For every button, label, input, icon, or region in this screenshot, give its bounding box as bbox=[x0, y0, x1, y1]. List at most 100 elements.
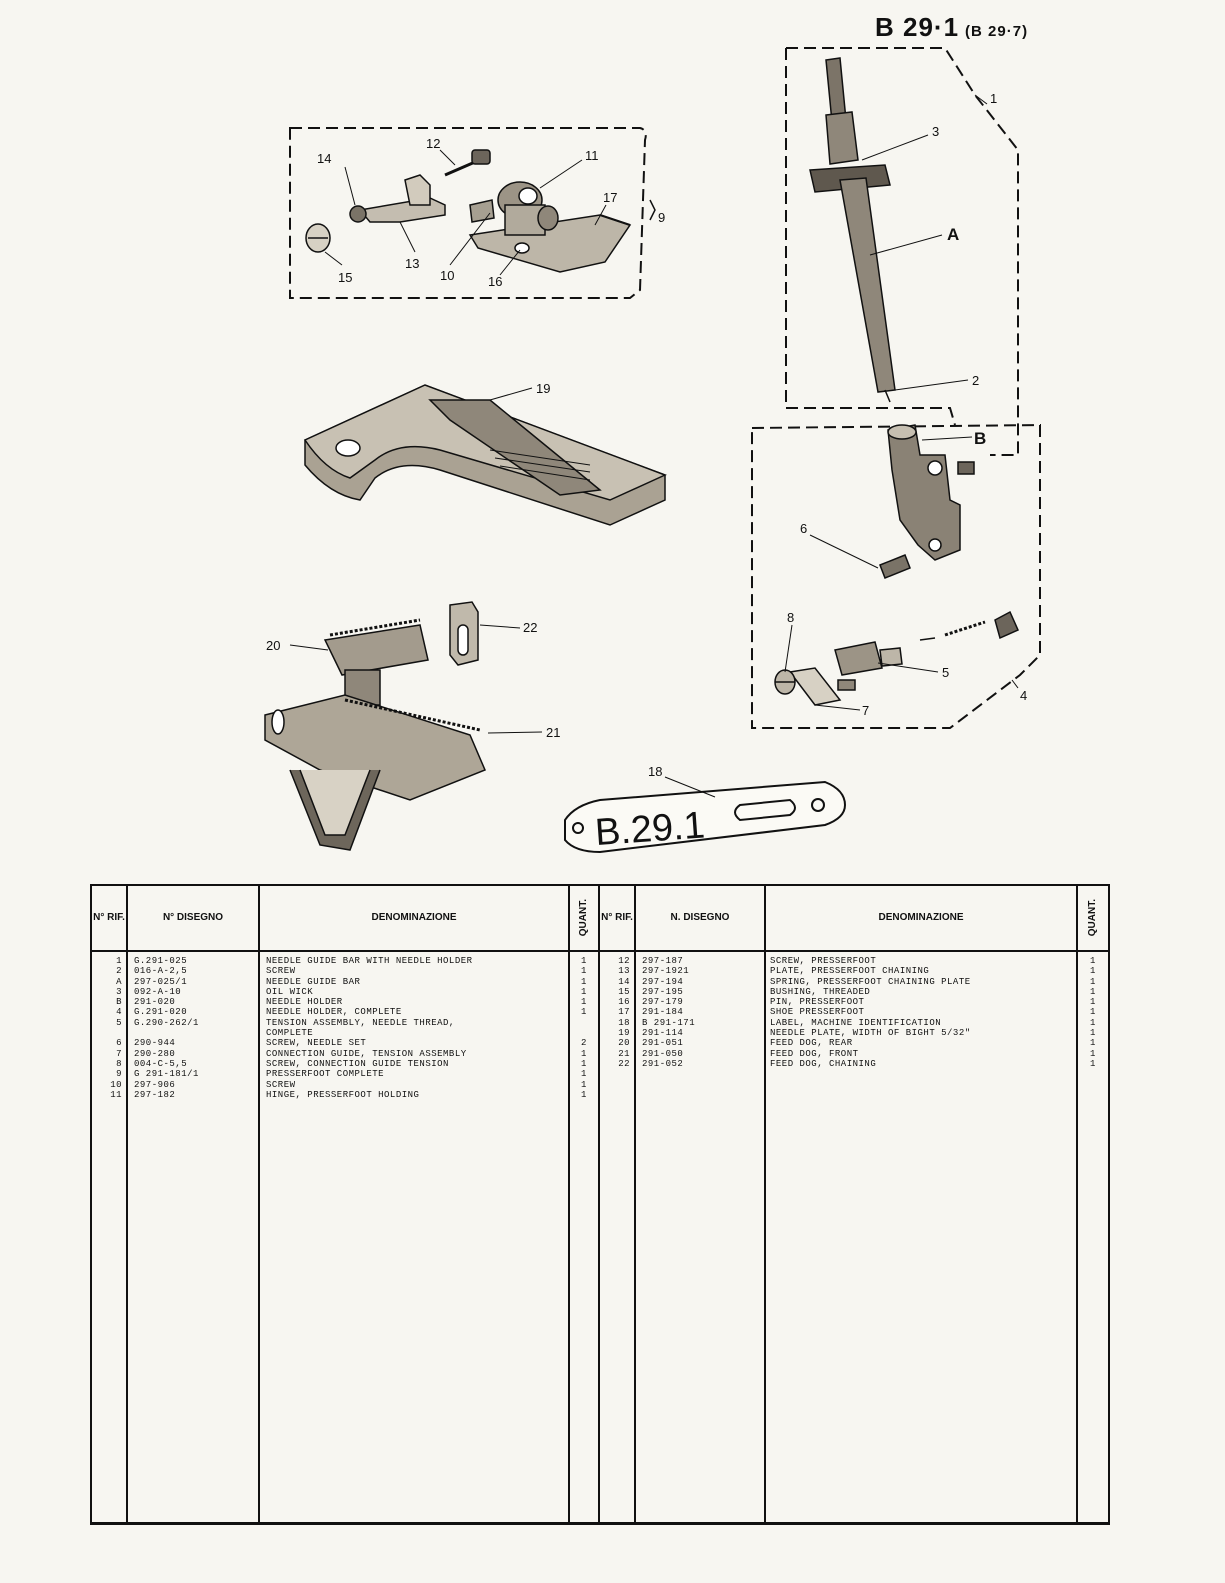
table-cell-num: 297-1921 bbox=[642, 966, 690, 977]
callout-10: 10 bbox=[440, 268, 454, 283]
table-cell-rif: 3 bbox=[116, 986, 122, 997]
needle-holder-group bbox=[751, 423, 1041, 729]
table-cell-desc: NEEDLE PLATE, WIDTH OF BIGHT 5/32" bbox=[770, 1028, 971, 1039]
table-cell-desc: SCREW, NEEDLE SET bbox=[266, 1038, 367, 1049]
callout-12: 12 bbox=[426, 136, 440, 151]
presserfoot-assembly-group bbox=[289, 127, 656, 299]
needle-guide-bar-group bbox=[785, 47, 1019, 456]
table-cell-qty: 1 bbox=[581, 966, 587, 977]
table-cell-rif: 8 bbox=[116, 1058, 122, 1069]
table-cell-num bbox=[134, 1028, 254, 1038]
table-cell-qty bbox=[572, 1028, 596, 1038]
table-cell-desc: PRESSERFOOT COMPLETE bbox=[266, 1069, 385, 1080]
callout-16: 16 bbox=[488, 274, 502, 289]
table-cell-desc: COMPLETE bbox=[266, 1028, 314, 1039]
needle-plate bbox=[303, 384, 667, 526]
header-rif-left: N° RIF. bbox=[92, 886, 126, 952]
table-cell-qty: 1 bbox=[581, 986, 587, 997]
callout-17: 17 bbox=[603, 190, 617, 205]
table-cell-num: B 291-171 bbox=[642, 1017, 696, 1028]
table-cell-qty: 1 bbox=[581, 1058, 587, 1069]
table-cell-rif: A bbox=[116, 976, 122, 987]
header-denominazione-left: DENOMINAZIONE bbox=[260, 886, 568, 952]
table-cell-desc: SHOE PRESSERFOOT bbox=[770, 1007, 865, 1018]
callout-1: 1 bbox=[990, 91, 997, 106]
table-cell-num: 291-114 bbox=[642, 1028, 684, 1039]
callout-21: 21 bbox=[546, 725, 560, 740]
table-cell-qty: 1 bbox=[1090, 976, 1096, 987]
header-quant-left: QUANT. bbox=[570, 886, 598, 952]
table-cell-rif: 17 bbox=[618, 1007, 630, 1018]
table-cell-desc: SCREW bbox=[266, 966, 296, 977]
table-cell-desc: LABEL, MACHINE IDENTIFICATION bbox=[770, 1017, 942, 1028]
table-cell-rif: 21 bbox=[618, 1048, 630, 1059]
callout-8: 8 bbox=[787, 610, 794, 625]
table-cell-desc: FEED DOG, CHAINING bbox=[770, 1058, 877, 1069]
table-cell-qty: 1 bbox=[581, 1007, 587, 1018]
table-cell-qty bbox=[572, 1018, 596, 1028]
table-cell-desc: OIL WICK bbox=[266, 986, 314, 997]
model-number: B 29·1 bbox=[875, 12, 960, 42]
callout-6: 6 bbox=[800, 521, 807, 536]
table-cell-num: 291-020 bbox=[134, 997, 176, 1008]
table-cell-num: 004-C-5,5 bbox=[134, 1058, 188, 1069]
table-cell-desc: PLATE, PRESSERFOOT CHAINING bbox=[770, 966, 930, 977]
table-cell-num: 291-184 bbox=[642, 1007, 684, 1018]
table-cell-rif: 6 bbox=[116, 1038, 122, 1049]
table-cell-qty: 1 bbox=[581, 1079, 587, 1090]
table-cell-qty: 1 bbox=[1090, 1028, 1096, 1039]
table-cell-desc: SCREW, CONNECTION GUIDE TENSION bbox=[266, 1058, 449, 1069]
callout-11: 11 bbox=[585, 148, 599, 163]
table-cell-rif: 1 bbox=[116, 956, 122, 966]
table-cell-desc: TENSION ASSEMBLY, NEEDLE THREAD, bbox=[266, 1017, 455, 1028]
table-cell-rif: B bbox=[116, 997, 122, 1008]
table-cell-num: G.291-020 bbox=[134, 1007, 188, 1018]
table-cell-rif: 16 bbox=[618, 997, 630, 1008]
table-cell-rif: 2 bbox=[116, 966, 122, 977]
label-plate-text: B.29.1 bbox=[594, 805, 707, 855]
table-cell-rif: 14 bbox=[618, 976, 630, 987]
model-variant: (B 29·7) bbox=[965, 23, 1029, 40]
table-cell-rif: 7 bbox=[116, 1048, 122, 1059]
table-cell-desc: SCREW, PRESSERFOOT bbox=[770, 956, 877, 966]
table-cell-qty: 1 bbox=[581, 997, 587, 1008]
table-cell-qty: 1 bbox=[581, 956, 587, 966]
callout-20: 20 bbox=[266, 638, 280, 653]
feed-dogs bbox=[264, 601, 543, 851]
table-cell-rif: 18 bbox=[618, 1017, 630, 1028]
callout-15: 15 bbox=[338, 270, 352, 285]
table-cell-rif bbox=[94, 1028, 122, 1038]
callout-7: 7 bbox=[862, 703, 869, 718]
page-title: B 29·1 (B 29·7) bbox=[875, 12, 1028, 43]
table-cell-num: 297-194 bbox=[642, 976, 684, 987]
table-cell-rif: 22 bbox=[618, 1058, 630, 1069]
table-cell-desc: NEEDLE HOLDER bbox=[266, 997, 343, 1008]
header-disegno-right: N. DISEGNO bbox=[636, 886, 764, 952]
table-cell-desc: NEEDLE GUIDE BAR WITH NEEDLE HOLDER bbox=[266, 956, 473, 966]
table-cell-num: 291-052 bbox=[642, 1058, 684, 1069]
table-cell-qty: 1 bbox=[1090, 986, 1096, 997]
callout-B: B bbox=[974, 429, 986, 448]
table-cell-num: 297-025/1 bbox=[134, 976, 188, 987]
table-cell-rif: 4 bbox=[116, 1007, 122, 1018]
table-cell-desc: SCREW bbox=[266, 1079, 296, 1090]
table-cell-num: 297-182 bbox=[134, 1089, 176, 1100]
callout-22: 22 bbox=[523, 620, 537, 635]
table-cell-qty: 1 bbox=[1090, 1058, 1096, 1069]
table-cell-num: 291-051 bbox=[642, 1038, 684, 1049]
table-cell-num: G.290-262/1 bbox=[134, 1017, 199, 1028]
exploded-parts-diagram: 12 11 14 17 9 13 10 16 15 19 bbox=[264, 47, 1041, 855]
table-cell-qty: 1 bbox=[581, 976, 587, 987]
bottom-rule bbox=[90, 1522, 1110, 1524]
table-cell-qty: 1 bbox=[581, 1048, 587, 1059]
table-cell-num: 297-906 bbox=[134, 1079, 176, 1090]
table-cell-num: G.291-025 bbox=[134, 956, 188, 966]
table-cell-desc: CONNECTION GUIDE, TENSION ASSEMBLY bbox=[266, 1048, 467, 1059]
callout-A: A bbox=[947, 225, 959, 244]
callout-5: 5 bbox=[942, 665, 949, 680]
table-cell-desc: NEEDLE HOLDER, COMPLETE bbox=[266, 1007, 402, 1018]
table-cell-num: 290-944 bbox=[134, 1038, 176, 1049]
